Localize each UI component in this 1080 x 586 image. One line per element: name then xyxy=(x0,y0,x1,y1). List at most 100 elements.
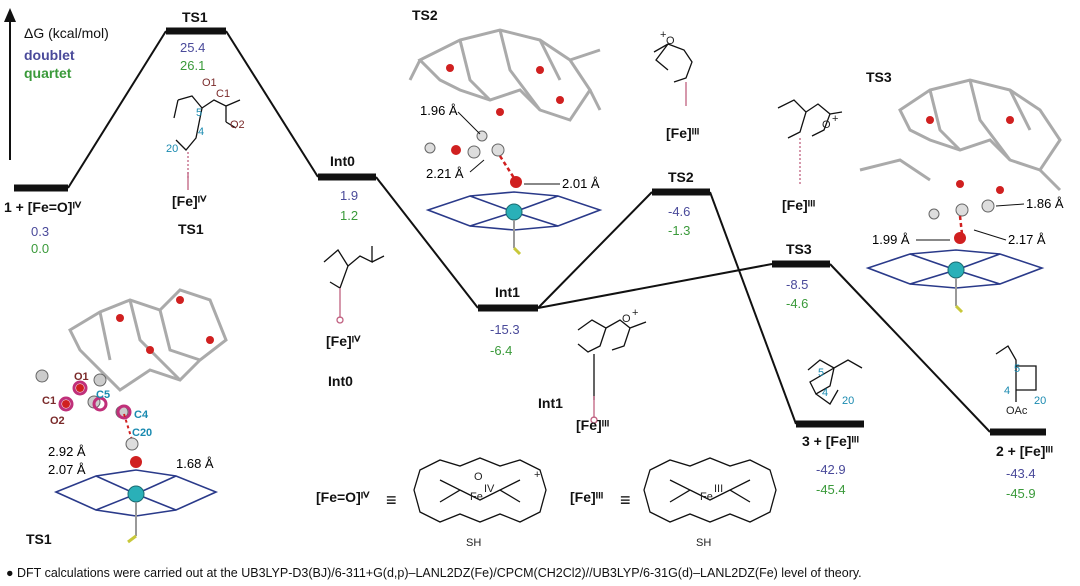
doublet-ts1: 25.4 xyxy=(180,40,205,55)
ts2-3d-structure xyxy=(408,28,603,256)
ts1-sketch xyxy=(173,95,241,190)
ts3-3d-label: TS3 xyxy=(866,69,892,85)
ts1-c1: C1 xyxy=(216,88,230,100)
int1-sketch xyxy=(577,319,647,424)
ts1-3d-o2: O2 xyxy=(50,415,65,427)
ts2-dist-c: 2.01 Å xyxy=(562,176,600,191)
int1-sketch-label: Int1 xyxy=(538,395,563,411)
label-int0: Int0 xyxy=(330,153,355,169)
ts1-3d-o1: O1 xyxy=(74,371,89,383)
ts2-dist-arrows xyxy=(457,111,560,185)
ts3-dist-c: 2.17 Å xyxy=(1008,232,1046,247)
y-axis-arrowhead xyxy=(4,8,16,22)
ts1-3d-c1: C1 xyxy=(42,395,56,407)
ts2-inset-sketch xyxy=(653,43,693,106)
ts1-o2: O2 xyxy=(230,119,245,131)
porphyrin-fe xyxy=(643,457,777,523)
fe-iii-sh: SH xyxy=(696,537,711,549)
legend-doublet: doublet xyxy=(24,47,75,63)
int0-sketch xyxy=(323,246,385,324)
fe-iii-fe: Fe xyxy=(700,491,713,503)
doublet-ts3: -8.5 xyxy=(786,277,808,292)
fe-o-plus: + xyxy=(534,469,540,481)
ts1-3d-label: TS1 xyxy=(26,531,52,547)
int1-sketch-plus: + xyxy=(632,307,638,319)
fe-iii-ox: III xyxy=(714,483,723,495)
quartet-ts2: -1.3 xyxy=(668,223,690,238)
ts3-3d-structure xyxy=(859,78,1062,314)
product3-sketch xyxy=(807,359,863,405)
ts1-fe-iv: [Fe]ᴵⱽ xyxy=(172,193,207,209)
ts1-dist-a: 2.92 Å xyxy=(48,444,86,459)
int0-fe-iv: [Fe]ᴵⱽ xyxy=(326,333,361,349)
product2-sketch xyxy=(995,345,1037,402)
ts2-dist-a: 1.96 Å xyxy=(420,103,458,118)
quartet-p2: -45.9 xyxy=(1006,486,1036,501)
legend-equiv-1: ≡ xyxy=(386,490,397,510)
doublet-int0: 1.9 xyxy=(340,188,358,203)
ts2-inset-plus: + xyxy=(660,29,666,41)
fe-o-iv-ox: IV xyxy=(484,483,495,495)
ts2-inset-fe-iii: [Fe]ᴵᴵᴵ xyxy=(666,125,699,141)
legend-equiv-2: ≡ xyxy=(620,490,631,510)
quartet-ts1: 26.1 xyxy=(180,58,205,73)
doublet-start: 0.3 xyxy=(31,224,49,239)
ts1-dist-c: 1.68 Å xyxy=(176,456,214,471)
label-p3: 3 + [Fe]ᴵᴵᴵ xyxy=(802,433,859,449)
label-ts2: TS2 xyxy=(668,169,694,185)
ts3-inset-sketch xyxy=(777,99,843,184)
fe-o-o: O xyxy=(474,471,483,483)
ts1-o1: O1 xyxy=(202,77,217,89)
quartet-start: 0.0 xyxy=(31,241,49,256)
label-p2: 2 + [Fe]ᴵᴵᴵ xyxy=(996,443,1053,459)
connectors xyxy=(67,30,991,433)
p2-n5: 5 xyxy=(1014,363,1020,375)
doublet-p3: -42.9 xyxy=(816,462,846,477)
int0-sketch-label: Int0 xyxy=(328,373,353,389)
legend-fe-o-iv: [Fe=O]ᴵⱽ xyxy=(316,489,370,505)
p3-n5: 5 xyxy=(818,367,824,379)
ts3-dist-b: 1.99 Å xyxy=(872,232,910,247)
ts1-n5: 5 xyxy=(196,107,202,119)
label-start: 1 + [Fe=O]ᴵⱽ xyxy=(4,199,82,215)
ts3-inset-plus: + xyxy=(832,113,838,125)
ts2-3d-label: TS2 xyxy=(412,7,438,23)
label-ts1: TS1 xyxy=(182,9,208,25)
legend-quartet: quartet xyxy=(24,65,72,81)
ts2-dist-b: 2.21 Å xyxy=(426,166,464,181)
int1-fe-iii: [Fe]ᴵᴵᴵ xyxy=(576,417,609,433)
legend-fe-iii: [Fe]ᴵᴵᴵ xyxy=(570,489,603,505)
ts1-n20: 20 xyxy=(166,143,178,155)
p2-n20: 20 xyxy=(1034,395,1046,407)
energy-levels xyxy=(14,27,1046,436)
ts3-inset-fe-iii: [Fe]ᴵᴵᴵ xyxy=(782,197,815,213)
ts3-dist-a: 1.86 Å xyxy=(1026,196,1064,211)
quartet-ts3: -4.6 xyxy=(786,296,808,311)
doublet-p2: -43.4 xyxy=(1006,466,1036,481)
ts3-dist-arrows xyxy=(916,203,1025,241)
fe-o-fe: Fe xyxy=(470,491,483,503)
ts2-inset-o: O xyxy=(666,35,675,47)
p2-n4: 4 xyxy=(1004,385,1010,397)
label-int1: Int1 xyxy=(495,284,520,300)
axis-label: ΔG (kcal/mol) xyxy=(24,25,109,41)
ts3-inset-o: O xyxy=(822,119,831,131)
doublet-ts2: -4.6 xyxy=(668,204,690,219)
ts1-3d-c20: C20 xyxy=(132,427,152,439)
ts1-sketch-label: TS1 xyxy=(178,221,204,237)
footnote: ● DFT calculations were carried out at t… xyxy=(6,566,862,580)
ts1-3d-structure xyxy=(35,288,228,544)
fe-o-sh: SH xyxy=(466,537,481,549)
quartet-int1: -6.4 xyxy=(490,343,512,358)
p3-n20: 20 xyxy=(842,395,854,407)
int1-sketch-o: O xyxy=(622,313,631,325)
p2-oac: OAc xyxy=(1006,405,1028,417)
porphyrin-fe-o xyxy=(413,457,547,523)
doublet-int1: -15.3 xyxy=(490,322,520,337)
ts1-n4: 4 xyxy=(198,126,204,138)
quartet-int0: 1.2 xyxy=(340,208,358,223)
ts1-3d-c4: C4 xyxy=(134,409,149,421)
ts1-3d-c5: C5 xyxy=(96,389,110,401)
p3-n4: 4 xyxy=(822,387,828,399)
